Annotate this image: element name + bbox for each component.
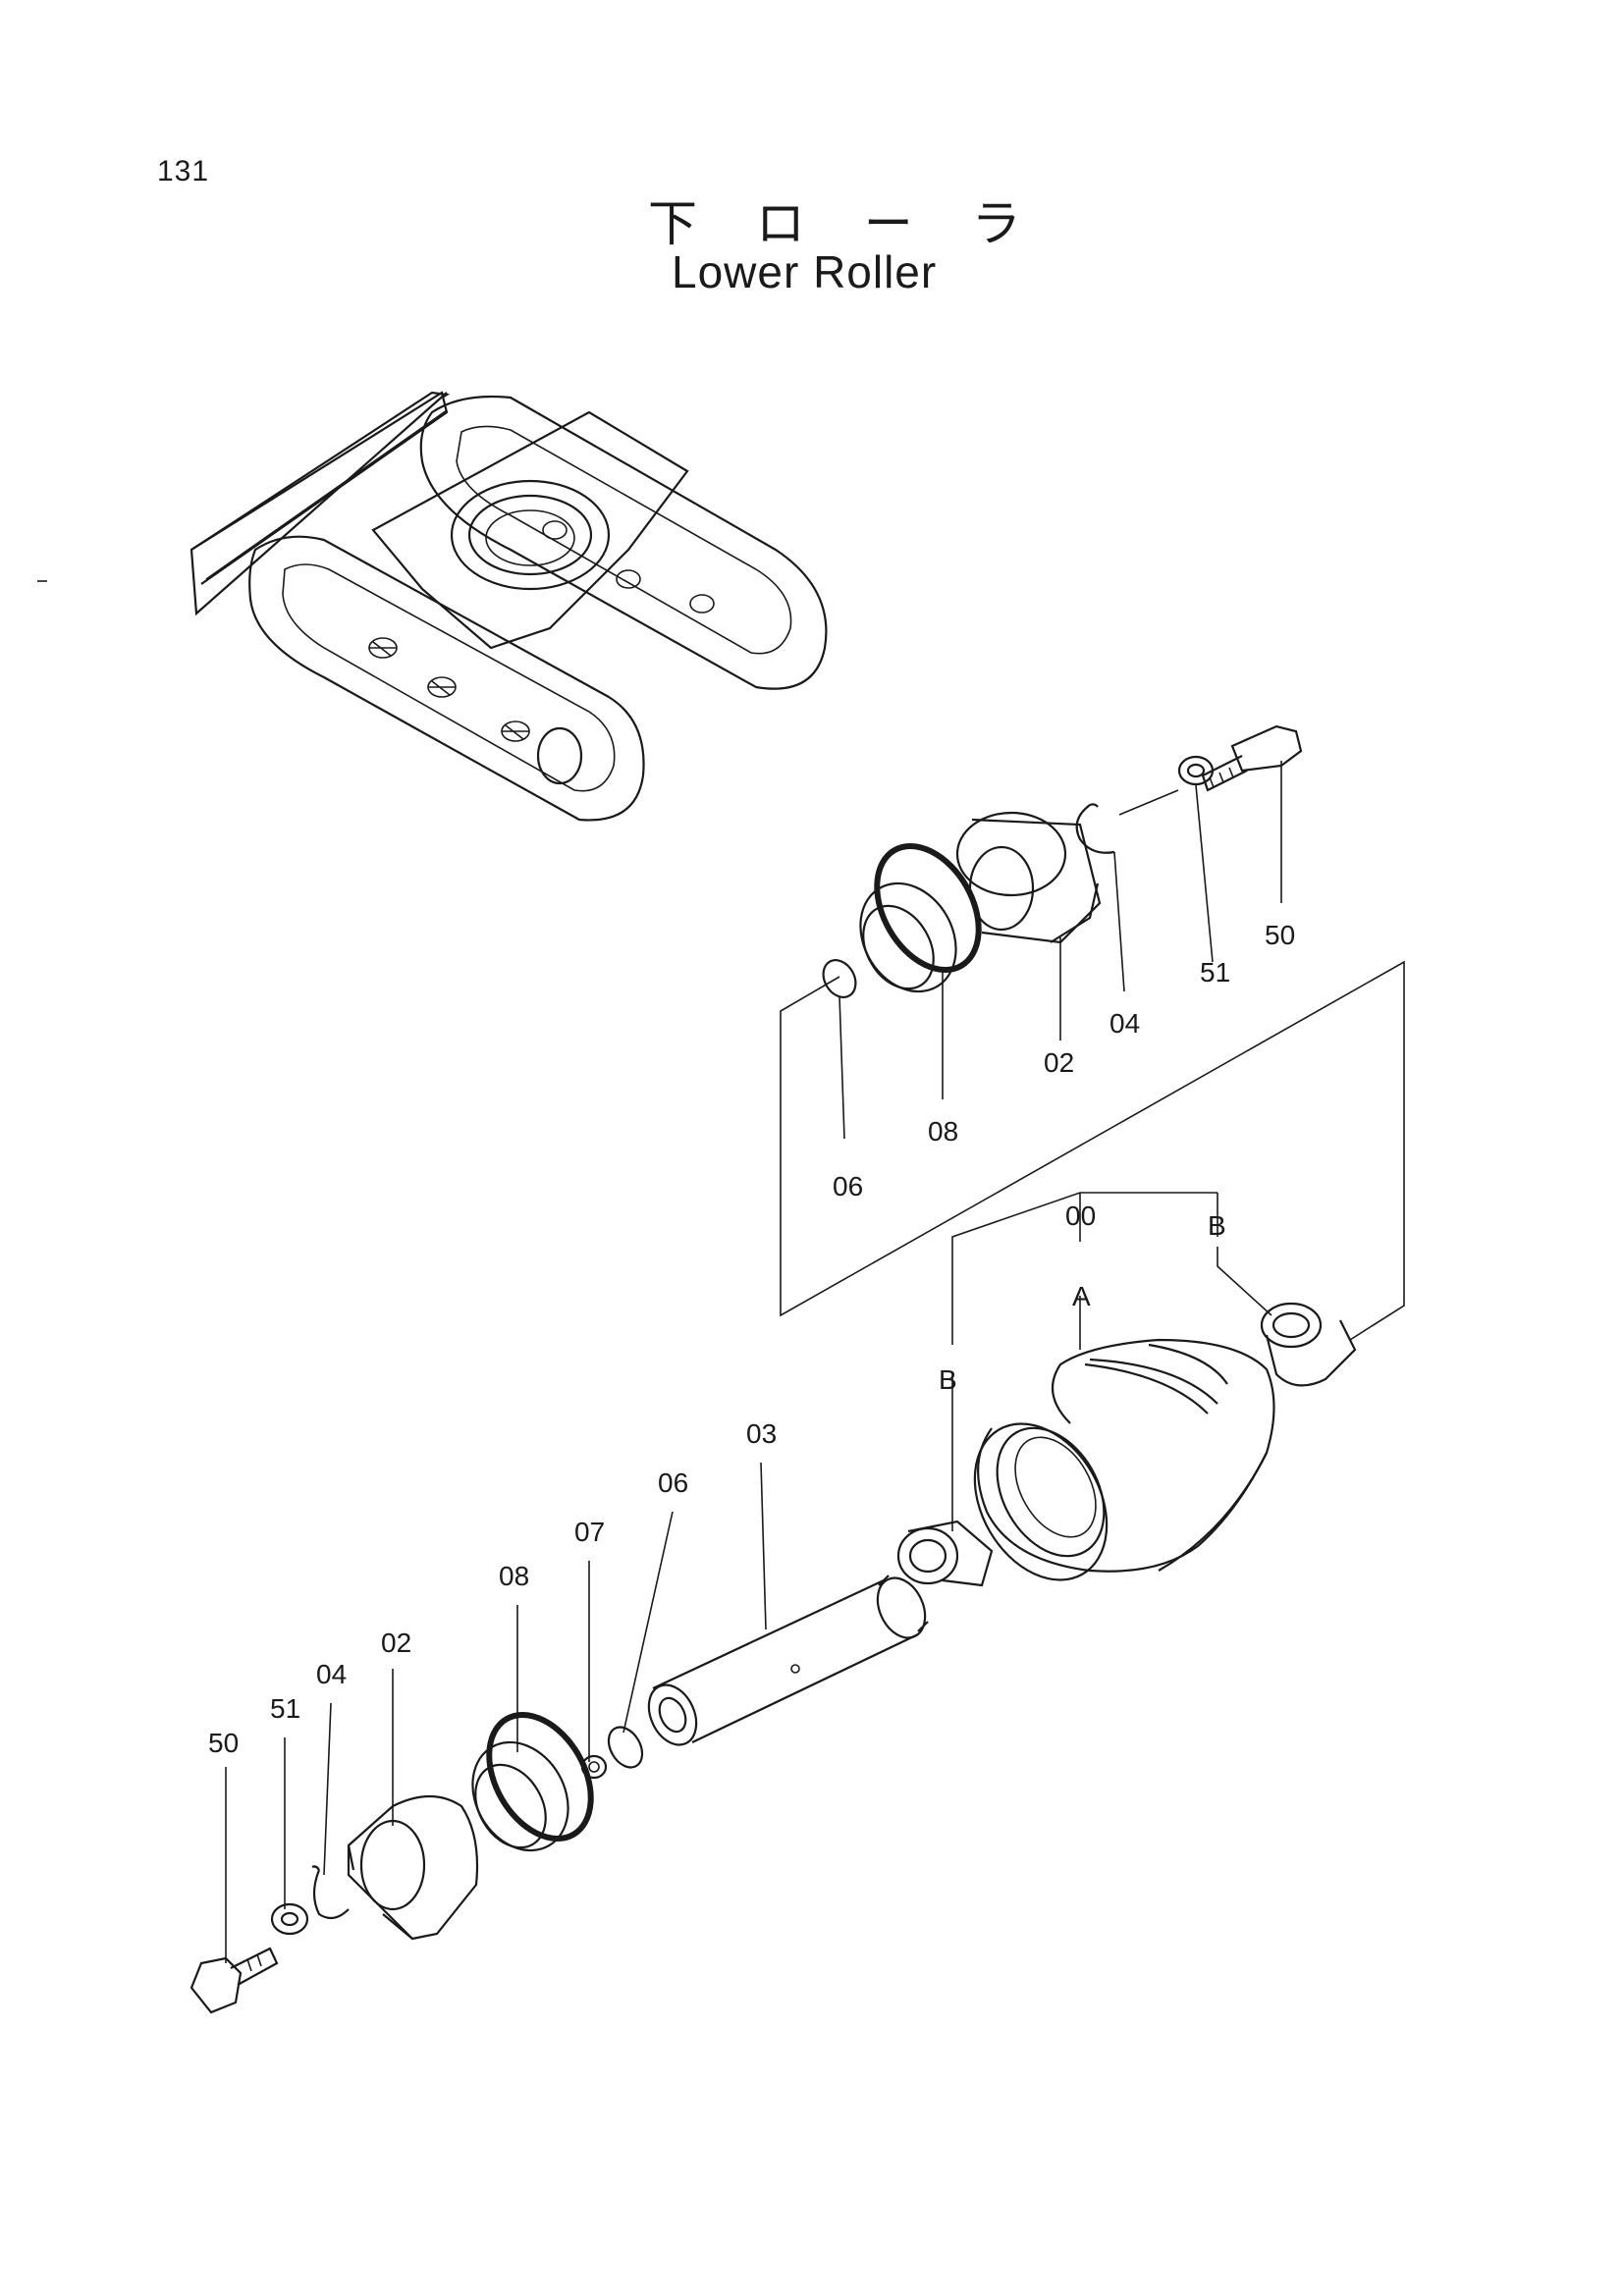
label-04-lower: 04 bbox=[316, 1659, 347, 1689]
label-04-upper: 04 bbox=[1109, 1008, 1140, 1039]
label-b-left: B bbox=[939, 1364, 957, 1395]
label-07: 07 bbox=[574, 1517, 605, 1547]
shaft-03 bbox=[647, 1575, 929, 1746]
page-number: 131 bbox=[157, 155, 210, 187]
o-ring-06-upper bbox=[822, 959, 857, 998]
collar-02-upper bbox=[955, 811, 1102, 944]
label-02-upper: 02 bbox=[1044, 1047, 1074, 1078]
bushing-b-right bbox=[1260, 1302, 1357, 1387]
bolt-50-lower bbox=[189, 1947, 279, 2014]
part-labels: 50 51 04 02 08 06 00 A B B 03 06 07 08 0… bbox=[208, 920, 1295, 1758]
washer-51-lower bbox=[270, 1902, 309, 1936]
label-03: 03 bbox=[746, 1418, 777, 1449]
bolt-50-upper bbox=[1201, 724, 1303, 792]
label-06-upper: 06 bbox=[833, 1171, 863, 1201]
snap-ring-04-lower bbox=[311, 1865, 350, 1920]
label-06-lower: 06 bbox=[658, 1468, 688, 1498]
leader-lines bbox=[225, 761, 1405, 1963]
title-japanese: 下 ロ ー ラ bbox=[648, 195, 1043, 252]
floating-seal-08-upper bbox=[859, 842, 982, 993]
label-50-upper: 50 bbox=[1265, 920, 1295, 950]
washer-51-upper bbox=[1177, 755, 1215, 786]
collar-02-lower bbox=[347, 1795, 479, 1941]
label-a: A bbox=[1072, 1281, 1091, 1311]
label-b-right: B bbox=[1208, 1210, 1226, 1241]
bushing-b-left bbox=[896, 1520, 994, 1587]
floating-seal-08-lower bbox=[471, 1711, 594, 1852]
roller-body-00 bbox=[973, 1338, 1275, 1581]
label-51-lower: 51 bbox=[270, 1693, 300, 1724]
o-ring-06-lower bbox=[607, 1726, 644, 1769]
label-08-lower: 08 bbox=[499, 1561, 529, 1591]
label-00: 00 bbox=[1065, 1201, 1096, 1231]
label-51-upper: 51 bbox=[1200, 957, 1230, 988]
label-02-lower: 02 bbox=[381, 1628, 411, 1658]
title-english: Lower Roller bbox=[672, 246, 938, 297]
label-50-lower: 50 bbox=[208, 1728, 239, 1758]
snap-ring-04-upper bbox=[1075, 803, 1115, 854]
label-08-upper: 08 bbox=[928, 1116, 958, 1147]
undercarriage-overview-illustration bbox=[189, 391, 828, 822]
